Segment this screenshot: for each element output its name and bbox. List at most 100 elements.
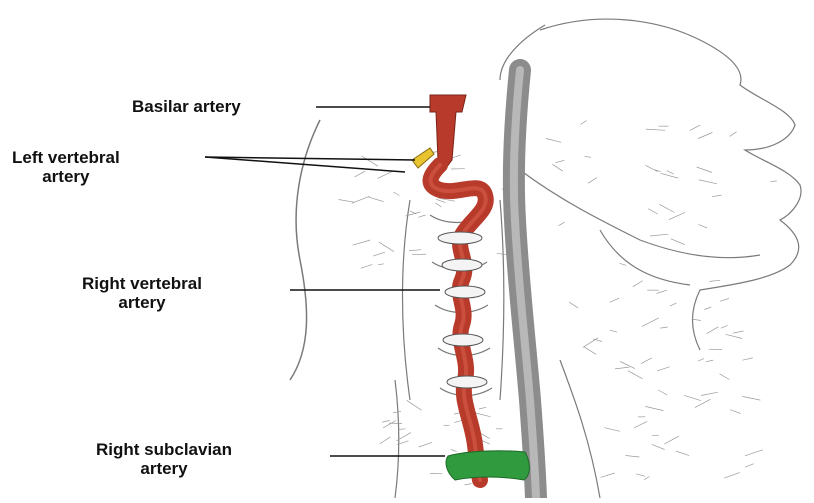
hatch-stroke xyxy=(724,472,740,478)
label-right-vertebral-line1: Right vertebral xyxy=(82,274,202,293)
label-basilar-artery: Basilar artery xyxy=(132,97,241,116)
label-right-vertebral-artery: Right vertebral artery xyxy=(82,274,202,312)
label-right-vertebral-line2: artery xyxy=(82,293,202,312)
hatch-stroke xyxy=(552,164,562,171)
hatch-stroke xyxy=(646,165,658,171)
hatch-stroke xyxy=(615,367,629,369)
hatch-stroke xyxy=(730,132,737,137)
hatch-stroke xyxy=(698,133,712,139)
hatch-stroke xyxy=(652,435,659,436)
hatch-stroke xyxy=(475,413,490,417)
hatch-stroke xyxy=(583,338,598,348)
hatch-stroke xyxy=(648,209,657,214)
hatch-stroke xyxy=(393,192,399,196)
hatch-stroke xyxy=(610,298,620,302)
hatching-texture xyxy=(339,121,777,485)
hatch-stroke xyxy=(378,264,384,265)
hatch-stroke xyxy=(369,197,384,201)
hatch-stroke xyxy=(659,204,674,212)
hatch-stroke xyxy=(642,318,659,327)
hatch-stroke xyxy=(373,252,385,256)
label-right-subclavian-line1: Right subclavian xyxy=(96,440,232,459)
hatch-stroke xyxy=(393,411,401,413)
label-basilar-text: Basilar artery xyxy=(132,97,241,116)
hatch-stroke xyxy=(628,371,643,379)
hatch-stroke xyxy=(721,325,728,328)
hatch-stroke xyxy=(604,428,620,432)
hatch-stroke xyxy=(770,181,776,182)
hatch-stroke xyxy=(652,444,665,449)
hatch-stroke xyxy=(559,222,565,226)
head-neck-sketch xyxy=(290,19,801,498)
hatch-stroke xyxy=(661,173,679,178)
hatch-stroke xyxy=(709,280,720,281)
hatch-stroke xyxy=(362,156,378,166)
hatch-stroke xyxy=(692,319,701,320)
hatch-stroke xyxy=(664,436,679,444)
hatch-stroke xyxy=(644,477,649,480)
hatch-stroke xyxy=(701,392,718,395)
hatch-stroke xyxy=(706,360,714,362)
hatch-stroke xyxy=(726,334,743,338)
hatch-stroke xyxy=(641,358,652,364)
hatch-stroke xyxy=(584,347,596,355)
right-subclavian-artery-vessel xyxy=(446,451,529,480)
hatch-stroke xyxy=(451,450,457,452)
label-right-subclavian-artery: Right subclavian artery xyxy=(96,440,232,478)
hatch-stroke xyxy=(720,299,729,302)
hatch-stroke xyxy=(555,160,564,162)
hatch-stroke xyxy=(657,367,670,371)
hatch-stroke xyxy=(481,433,490,438)
basilar-artery-vessel xyxy=(430,95,466,168)
label-left-vertebral-line2: artery xyxy=(12,167,120,186)
hatch-stroke xyxy=(695,399,711,407)
hatch-stroke xyxy=(660,327,668,328)
hatch-stroke xyxy=(733,331,744,333)
hatch-stroke xyxy=(730,410,741,414)
hatch-stroke xyxy=(697,167,713,173)
hatch-stroke xyxy=(712,195,722,197)
hatch-stroke xyxy=(412,254,426,255)
hatch-stroke xyxy=(670,303,677,306)
hatch-stroke xyxy=(409,250,421,251)
hatch-stroke xyxy=(378,171,393,178)
hatch-stroke xyxy=(707,327,719,334)
hatch-stroke xyxy=(667,171,674,175)
label-left-vertebral-artery: Left vertebral artery xyxy=(12,148,120,186)
hatch-stroke xyxy=(690,125,700,130)
hatch-stroke xyxy=(436,199,445,202)
hatch-stroke xyxy=(418,215,425,217)
hatch-stroke xyxy=(479,407,486,409)
hatch-stroke xyxy=(699,224,708,228)
hatch-stroke xyxy=(657,290,667,293)
hatch-stroke xyxy=(745,464,754,468)
hatch-stroke xyxy=(636,474,645,477)
hatch-stroke xyxy=(382,421,390,423)
hatch-stroke xyxy=(380,437,390,444)
hatch-stroke xyxy=(626,456,640,458)
hatch-stroke xyxy=(646,129,666,130)
hatch-stroke xyxy=(699,180,717,184)
hatch-stroke xyxy=(645,406,663,410)
hatch-stroke xyxy=(569,302,578,308)
hatch-stroke xyxy=(684,395,701,400)
hatch-stroke xyxy=(407,400,422,410)
hatch-stroke xyxy=(585,157,591,158)
hatch-stroke xyxy=(465,484,472,485)
hatch-stroke xyxy=(705,307,712,310)
leader-lines xyxy=(205,107,445,456)
hatch-stroke xyxy=(379,242,394,252)
hatch-stroke xyxy=(581,121,587,125)
hatch-stroke xyxy=(419,442,432,447)
hatch-stroke xyxy=(588,178,597,184)
hatch-stroke xyxy=(355,171,366,177)
hatch-stroke xyxy=(435,203,441,207)
hatch-stroke xyxy=(658,390,667,395)
label-right-subclavian-line2: artery xyxy=(96,459,232,478)
hatch-stroke xyxy=(650,234,668,236)
hatch-stroke xyxy=(698,359,704,361)
hatch-stroke xyxy=(634,421,647,428)
hatch-stroke xyxy=(676,451,689,456)
